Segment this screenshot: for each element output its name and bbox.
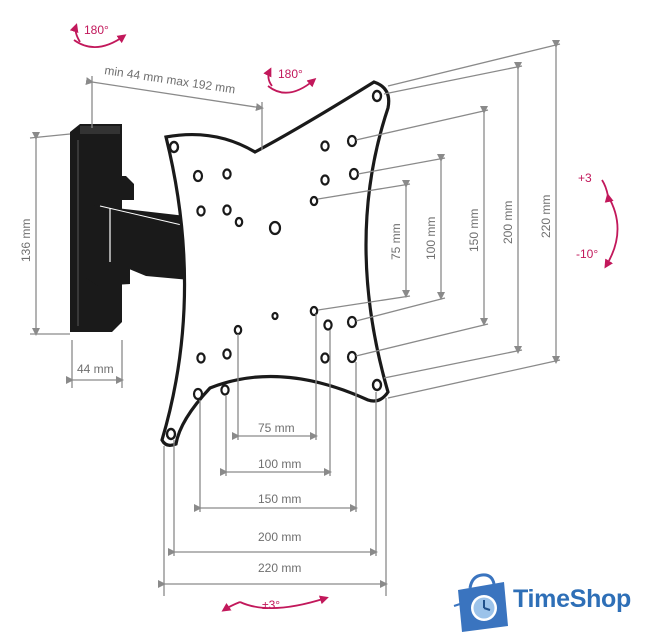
tilt-up-label: +3 — [578, 171, 592, 185]
vertical-dim-100: 100 mm — [424, 217, 438, 260]
swivel-arrow — [239, 595, 329, 609]
swivel-label: ±3° — [262, 598, 280, 612]
rotation-label-top-center: 180° — [278, 67, 303, 81]
swing-arm — [86, 176, 190, 286]
dimension-lines — [29, 40, 561, 596]
rotation-arrows — [69, 23, 619, 612]
tilt-arrow — [604, 195, 619, 269]
horizontal-dim-75: 75 mm — [258, 421, 295, 435]
vesa-plate — [160, 80, 391, 447]
wall-plate-width-label: 44 mm — [77, 362, 114, 376]
timeshop-logo-icon — [453, 573, 508, 632]
rotation-arrow-top-center — [267, 78, 317, 94]
rotation-arrow-top-left — [73, 34, 127, 48]
horizontal-dim-100: 100 mm — [258, 457, 301, 471]
horizontal-dim-220: 220 mm — [258, 561, 301, 575]
brand-name: TimeShop — [513, 585, 631, 613]
rotation-label-top-left: 180° — [84, 23, 109, 37]
vertical-dim-200: 200 mm — [501, 201, 515, 244]
vertical-dim-220: 220 mm — [539, 195, 553, 238]
arm-extension-label: min 44 mm max 192 mm — [104, 63, 237, 96]
tilt-down-label: -10° — [576, 247, 598, 261]
horizontal-dim-150: 150 mm — [258, 492, 301, 506]
vertical-dim-150: 150 mm — [467, 209, 481, 252]
horizontal-dim-200: 200 mm — [258, 530, 301, 544]
vertical-dim-75: 75 mm — [389, 223, 403, 260]
wall-plate-height-label: 136 mm — [19, 219, 33, 262]
